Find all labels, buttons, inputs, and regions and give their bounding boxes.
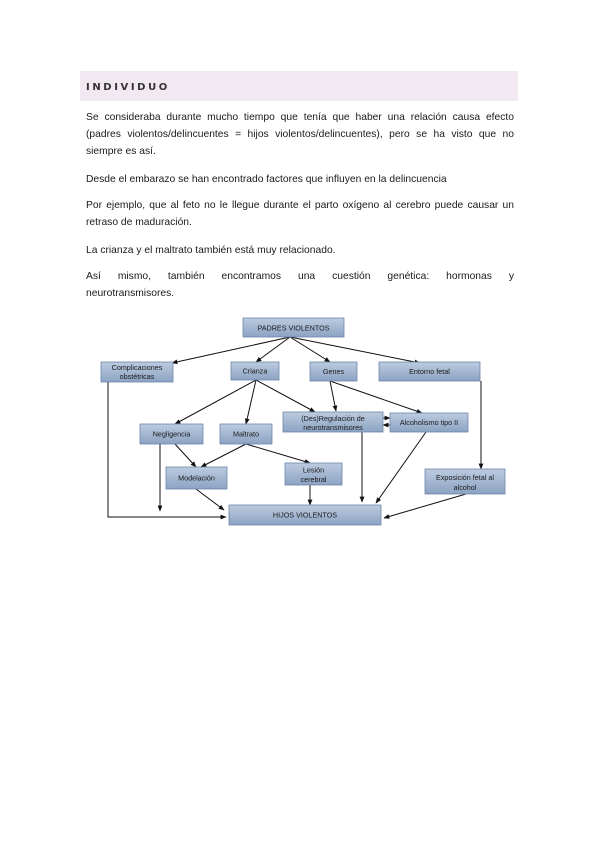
node-complicaciones-label-1: Complicaciones (112, 363, 163, 372)
section-heading-bar: INDIVIDUO (80, 71, 518, 101)
paragraph-embarazo: Desde el embarazo se han encontrado fact… (86, 174, 447, 185)
node-hijos-violentos-label: HIJOS VIOLENTOS (273, 511, 337, 520)
node-complicaciones-label-2: obstétricas (120, 372, 155, 381)
edge-padres-complicaciones (171, 336, 291, 365)
edge-genes-desregulacion (329, 380, 338, 412)
paragraph-genetica: Así mismo, también encontramos una cuest… (86, 268, 514, 302)
node-maltrato-label: Maltrato (233, 430, 259, 439)
edge-exposicion-hijos (383, 493, 467, 519)
diagram-edges (107, 336, 484, 520)
edge-padres-crianza (255, 336, 291, 363)
node-modelacion-label: Modelación (178, 474, 215, 483)
node-crianza: Crianza (230, 361, 280, 381)
node-desregulacion-label-1: (Des)Regulación de (301, 414, 365, 423)
edge-maltrato-lesion (245, 443, 311, 464)
paragraph-crianza-maltrato: La crianza y el maltrato también está mu… (86, 245, 336, 256)
edge-maltrato-modelacion (200, 443, 247, 468)
node-entorno-fetal: Entorno fetal (378, 361, 481, 382)
edge-crianza-negligencia (174, 379, 257, 425)
edge-alcoholismo-hijos (375, 431, 427, 504)
node-genes-label: Genes (323, 367, 345, 376)
edge-complicaciones-hijos (107, 381, 227, 520)
paragraph-genetica-line2: neurotransmisores. (86, 288, 175, 299)
node-maltrato: Maltrato (219, 423, 273, 445)
node-desregulacion-label-2: neurotransmisores (303, 423, 363, 432)
node-entorno-fetal-label: Entorno fetal (409, 367, 450, 376)
node-negligencia: Negligencia (139, 423, 204, 445)
node-genes: Genes (309, 361, 358, 382)
node-lesion-label-2: cerebral (301, 475, 327, 484)
node-alcoholismo-tipo-ii: Alcoholismo tipo II (389, 412, 469, 433)
paragraph-genetica-line1: Así mismo, también encontramos una cuest… (86, 271, 514, 282)
node-lesion-cerebral: Lesión cerebral (284, 462, 343, 486)
paragraph-feto-oxigeno: Por ejemplo, que al feto no le llegue du… (86, 200, 514, 228)
node-crianza-label: Crianza (243, 367, 268, 376)
paragraph-causa-efecto: Se consideraba durante mucho tiempo que … (86, 112, 514, 157)
node-desregulacion-neurotransmisores: (Des)Regulación de neurotransmisores (282, 411, 384, 433)
node-modelacion: Modelación (165, 466, 228, 490)
node-hijos-violentos: HIJOS VIOLENTOS (228, 504, 382, 526)
node-lesion-label-1: Lesión (303, 466, 324, 475)
edge-crianza-desregulacion (255, 379, 316, 413)
edge-negligencia-modelacion (174, 443, 197, 468)
edge-padres-entorno (289, 336, 421, 365)
node-padres-violentos: PADRES VIOLENTOS (242, 317, 345, 338)
edge-crianza-maltrato (244, 379, 257, 425)
node-padres-violentos-label: PADRES VIOLENTOS (257, 324, 329, 333)
node-alcoholismo-label: Alcoholismo tipo II (400, 418, 458, 427)
edge-modelacion-hijos (195, 488, 225, 511)
node-exposicion-fetal-alcohol: Exposición fetal al alcohol (424, 468, 506, 495)
node-exposicion-label-2: alcohol (454, 483, 477, 492)
edge-genes-alcoholismo (329, 380, 423, 414)
section-heading: INDIVIDUO (86, 82, 170, 93)
node-exposicion-label-1: Exposición fetal al (436, 473, 494, 482)
edge-padres-genes (289, 336, 331, 363)
node-complicaciones-obstetricas: Complicaciones obstétricas (100, 361, 174, 383)
node-negligencia-label: Negligencia (153, 430, 191, 439)
